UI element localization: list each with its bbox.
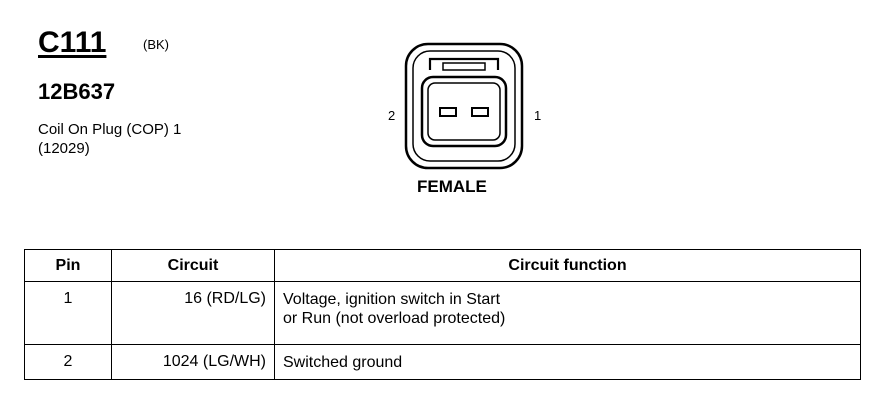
circuit-value: 16 (RD/LG) (111, 281, 275, 345)
part-number: 12B637 (38, 79, 116, 104)
connector-gender-label: FEMALE (417, 177, 487, 196)
circuit-function: Switched ground (274, 344, 861, 380)
circuit-function: Voltage, ignition switch in Start or Run… (274, 281, 861, 345)
circuit-value: 1024 (LG/WH) (111, 344, 275, 380)
pin-number: 1 (24, 281, 112, 345)
connector-cavity-inner (427, 82, 501, 141)
connector-latch-tab (442, 62, 486, 71)
description-line-2: (12029) (38, 140, 90, 157)
header-circuit: Circuit (111, 249, 275, 282)
connector-latch (428, 57, 500, 70)
description-line-1: Coil On Plug (COP) 1 (38, 121, 182, 138)
header-circuit-function: Circuit function (274, 249, 861, 282)
circuit-function-line-2: or Run (not overload protected) (283, 310, 506, 327)
connector-cavity-outer (420, 75, 508, 148)
connector-inner-shell (412, 50, 516, 162)
connector-color-code: (BK) (143, 37, 169, 52)
connector-description: Coil On Plug (COP) 1 (12029) (38, 120, 181, 158)
table-row: 1 16 (RD/LG) Voltage, ignition switch in… (24, 281, 861, 345)
table-row: 2 1024 (LG/WH) Switched ground (24, 344, 861, 380)
connector-outer-shell (404, 42, 524, 170)
circuit-function-line-1: Switched ground (283, 354, 403, 371)
pin-2-terminal (439, 107, 457, 117)
circuit-function-line-1: Voltage, ignition switch in Start (283, 291, 501, 308)
pin-2-label: 2 (388, 108, 396, 123)
pin-table-header-row: Pin Circuit Circuit function (24, 249, 861, 282)
connector-id: C111 (38, 26, 107, 59)
pin-1-label: 1 (534, 108, 542, 123)
connector-face-diagram (404, 42, 524, 170)
header-pin: Pin (24, 249, 112, 282)
pin-table: Pin Circuit Circuit function 1 16 (RD/LG… (24, 249, 861, 380)
pin-number: 2 (24, 344, 112, 380)
pin-1-terminal (471, 107, 489, 117)
